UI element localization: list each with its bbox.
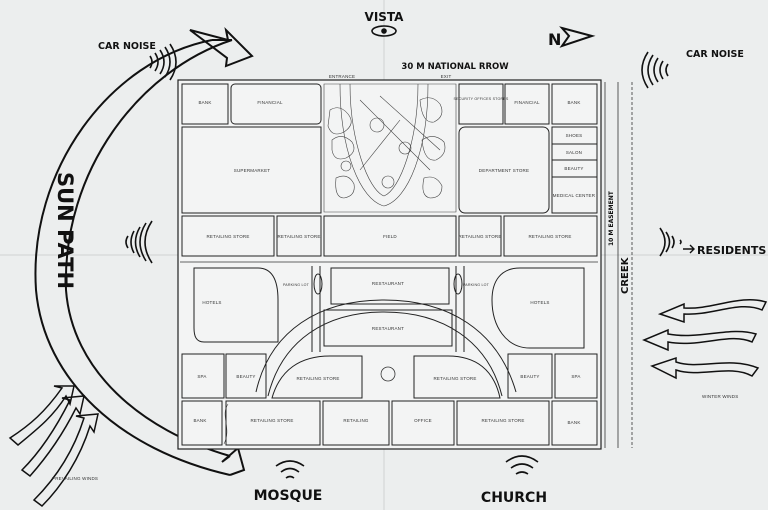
noise-wave-icon-left (125, 220, 153, 264)
block-label: BANK (567, 420, 580, 425)
block-label: RETAILING STORE (206, 234, 249, 239)
block-label: RETAILING STORE (481, 418, 524, 423)
block-label: BANK (567, 100, 580, 105)
block-label: RETAILING (343, 418, 369, 423)
residents-label: RESIDENTS (697, 244, 766, 257)
creek-label: CREEK (620, 256, 631, 294)
block-label: BEAUTY (236, 374, 255, 379)
block-label: FINANCIAL (257, 100, 283, 105)
eye-icon (371, 25, 397, 37)
block-bank-se (551, 400, 598, 446)
block-label: MEDICAL CENTER (553, 193, 596, 198)
winter-winds-label: WINTER WINDS (702, 394, 738, 399)
block-beauty-e (507, 353, 553, 399)
fountain-icon (380, 366, 396, 382)
block-hotels-w (193, 267, 279, 343)
block-label: RESTAURANT (372, 281, 404, 286)
sun-path-label: SUN PATH (53, 172, 77, 289)
block-field (323, 215, 457, 257)
block-label: HOTELS (530, 300, 549, 305)
block-beauty-w (225, 353, 267, 399)
block-spa-e (554, 353, 598, 399)
block-label: RESTAURANT (372, 326, 404, 331)
site-plan: ENTRANCE EXIT BANK FINANCIAL SUPERMARKET (177, 74, 602, 450)
block-label: OFFICE (414, 418, 432, 423)
block-bank-nw (181, 83, 229, 125)
block-spa-w (181, 353, 225, 399)
block-security (458, 83, 504, 125)
block-retailing-se (456, 400, 550, 446)
winter-winds-arrows (642, 298, 768, 380)
block-restaurant-1 (330, 267, 450, 305)
church-label: CHURCH (481, 490, 547, 506)
arrow-residents-icon (683, 244, 695, 254)
block-label: PARKING LOT (283, 283, 310, 287)
block-retailing-e (458, 215, 502, 257)
block-hotels-e (491, 267, 585, 349)
block-label: RETAILING STORE (458, 234, 501, 239)
wave-icon-church (505, 455, 539, 475)
block-label: RETAILING STORE (277, 234, 320, 239)
block-label: DEPARTMENT STORE (479, 168, 529, 173)
block-retailing-w (181, 215, 275, 257)
block-label: BEAUTY (520, 374, 539, 379)
block-label: FINANCIAL (514, 100, 540, 105)
block-bank-ne (551, 83, 598, 125)
block-retailing-w2 (276, 215, 322, 257)
vista-label: VISTA (365, 10, 405, 24)
block-label: SECURITY OFFICES STORES (454, 97, 509, 101)
north-label: N (548, 30, 561, 49)
mosque-label: MOSQUE (254, 488, 323, 504)
car-noise-left-label: CAR NOISE (98, 41, 156, 52)
block-retailing-e2 (503, 215, 598, 257)
block-label: HOTELS (202, 300, 221, 305)
block-retailing-sm (322, 400, 390, 446)
entrance-label: ENTRANCE (329, 74, 355, 79)
block-label: SPA (197, 374, 206, 379)
block-label: RETAILING STORE (433, 376, 476, 381)
block-medical (551, 176, 598, 214)
ring-road (255, 266, 517, 397)
block-office (391, 400, 455, 446)
block-retailing-s1 (271, 355, 363, 399)
block-label: RETAILING STORE (528, 234, 571, 239)
block-bank-sw (181, 400, 223, 446)
central-park (323, 83, 457, 213)
block-label: SHOES (566, 133, 583, 138)
car-noise-right-label: CAR NOISE (686, 49, 744, 60)
sun-path-arrow (34, 26, 254, 476)
block-label: PARKING LOT (463, 283, 490, 287)
road-north-label: 30 M NATIONAL RROW (401, 62, 509, 72)
block-label: SALON (566, 150, 582, 155)
exit-label: EXIT (441, 74, 452, 79)
block-label: BANK (193, 418, 206, 423)
road-east-label: 10 M EASEMENT (608, 190, 615, 246)
block-financial-ne (504, 83, 550, 125)
block-retailing-s2 (413, 355, 501, 399)
block-retailing-sw (225, 400, 321, 446)
noise-wave-icon-top-right (641, 51, 669, 89)
block-dept-store (458, 126, 550, 214)
prevailing-winds-label: PREVAILING WINDS (52, 476, 98, 481)
wave-icon-mosque (275, 460, 305, 479)
block-label: RETAILING STORE (250, 418, 293, 423)
prevailing-winds-arrows (8, 385, 99, 507)
block-label: SUPERMARKET (234, 168, 271, 173)
block-financial-nw (230, 83, 322, 125)
noise-wave-icon-residents (659, 227, 682, 257)
block-label: SPA (571, 374, 580, 379)
block-supermarket (181, 126, 322, 214)
block-label: FIELD (383, 234, 397, 239)
block-label: BEAUTY (564, 166, 583, 171)
north-arrow-icon (559, 26, 596, 48)
block-label: BANK (198, 100, 211, 105)
block-label: RETAILING STORE (296, 376, 339, 381)
